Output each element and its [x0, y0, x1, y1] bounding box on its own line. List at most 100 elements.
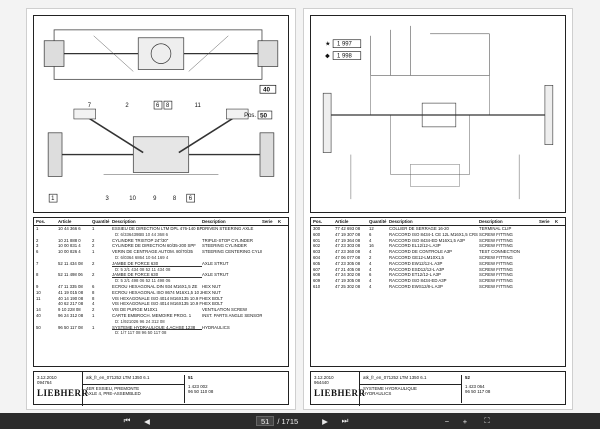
zoom-out-icon[interactable]: − — [444, 416, 450, 426]
last-page-icon[interactable]: ⏭ — [341, 416, 349, 425]
cell-qty: 2 — [92, 237, 95, 243]
cell-desc-fr: JAMBE DE FORCE 630 — [112, 261, 202, 267]
cell-article: 41 19 015 08 — [58, 289, 84, 295]
cell-desc-fr: RACCORD ET12/12-L A3P — [389, 272, 441, 278]
cell-qty: 2 — [92, 243, 95, 249]
cell-pos: 605 — [313, 260, 321, 266]
cell-article: 40 62 217 08 — [58, 301, 84, 307]
table-row: D: 1/921026 96 24 312 08 — [34, 319, 288, 325]
cell-qty: 1 — [92, 324, 95, 330]
callout-7: 7 — [88, 103, 91, 109]
callout-8: 8 — [166, 103, 170, 109]
cell-pos: 10 — [36, 289, 41, 295]
legend-marker-1: ★ — [325, 41, 330, 48]
cell-article: 47 23 303 08 — [335, 243, 361, 249]
cell-desc-fr: D: 6/336439BB 10 44 368 6 — [115, 231, 169, 237]
page-51: 40 7 2 6 8 11 Pos. — [26, 8, 296, 410]
table-row: D: 1/7 117 08 96 50 117 08 — [34, 330, 288, 336]
cell-desc-fr: RACCORD EWS12/8-L A3P — [389, 283, 443, 289]
cell-pos: 6 — [36, 249, 39, 255]
cell-desc-fr: ECROU HEXAGONAL DIN 934 M16X1,5 ZE — [112, 283, 198, 289]
callout-9: 9 — [153, 196, 157, 202]
cell-article: 47 19 305 08 — [335, 278, 361, 284]
title-block: 3.12.2010 964440 LIEBHERR atk_fr_en_0712… — [310, 371, 566, 406]
cell-pos: 300 — [313, 226, 321, 231]
cell-desc-fr: CYLINDRE DE DIRECTION 60/35-200 SPF — [112, 243, 196, 249]
zoom-in-icon[interactable]: + — [462, 416, 468, 426]
cell-desc-en: VENTILATION SCREW — [202, 307, 248, 313]
page-52: ★ 1 997 ◆ 1 998 — [303, 8, 573, 410]
cell-desc-en: SCREW FITTING — [479, 260, 513, 266]
first-page-icon[interactable]: ⏮ — [123, 416, 131, 425]
cell-desc-en: HEX NUT — [202, 289, 221, 295]
cell-qty: 16 — [369, 243, 374, 249]
cell-qty: 6 — [92, 283, 95, 289]
pos-label: Pos. — [244, 113, 256, 119]
liebherr-logo: LIEBHERR — [37, 388, 89, 398]
cell-pos: 607 — [313, 266, 321, 272]
callout-11: 11 — [195, 103, 201, 109]
cell-desc-en: TRIPLE-STOP CYLINDER — [202, 237, 253, 243]
footer-ref2: 96 50 117 08 — [465, 389, 491, 394]
cell-k — [278, 330, 286, 336]
page-number-input[interactable]: 51 — [256, 416, 275, 426]
cell-qty: 4 — [92, 301, 95, 307]
cell-desc-en: SCREW FITTING — [479, 243, 513, 249]
footer-doc: 964440 — [314, 380, 329, 385]
cell-qty: 4 — [369, 278, 372, 284]
cell-qty: 8 — [92, 289, 95, 295]
cell-pos: 8 — [36, 272, 39, 278]
cell-qty: 4 — [369, 260, 372, 266]
cell-pos: 603 — [313, 249, 321, 255]
cell-qty: 1 — [92, 312, 95, 318]
cell-pos — [36, 330, 58, 336]
cell-desc-fr: JAMBE DE FORCE 630 — [112, 272, 202, 279]
next-page-icon[interactable]: ▶ — [322, 416, 328, 426]
cell-desc-en — [202, 330, 262, 336]
cell-pos: 14 — [36, 307, 41, 313]
callout-10: 10 — [129, 196, 136, 202]
cell-desc-fr: VIS HEXAGONALE ISO 4014 M16X135 10.9 F — [112, 301, 202, 307]
cell-article: 47 23 305 08 — [335, 260, 361, 266]
legend-1998: 1 998 — [337, 54, 353, 60]
cell-desc-fr: D: 5 2/1 434 08 52 11 434 08 — [115, 266, 171, 272]
cell-serie — [539, 284, 555, 290]
cell-pos: 7 — [36, 260, 39, 266]
table-row: D: 5 2/1 498 06 52 11 498 06 — [34, 278, 288, 284]
axle-assembly-drawing: 40 7 2 6 8 11 Pos. — [33, 15, 289, 213]
cell-pos: 610 — [313, 283, 321, 289]
cell-pos: 3 — [36, 243, 39, 249]
cell-desc-fr: D: 6/0364 6864 10 64 169 4 — [115, 254, 169, 260]
cell-pos: 601 — [313, 237, 321, 243]
footer-file: atk_fr_en_071252 LTM 1350 6.1 — [86, 375, 150, 380]
table-row: 40 62 217 08 4 VIS HEXAGONALE ISO 4014 M16… — [34, 301, 288, 307]
fullscreen-icon[interactable]: ⛶ — [484, 416, 490, 425]
cell-desc-fr: CYLINDRE TRISTOP 24"/30" — [112, 237, 169, 243]
cell-desc-fr: D: 1/7 117 08 96 50 117 08 — [115, 330, 167, 336]
cell-article: 47 06 077 08 — [335, 254, 361, 260]
cell-desc-fr: RACCORD EL12/12-L A3P — [389, 243, 441, 249]
cell-qty: 4 — [369, 283, 372, 289]
footer-title-en: HYDRAULICS — [363, 391, 392, 397]
cell-article: 47 25 302 08 — [335, 283, 361, 289]
prev-page-icon[interactable]: ◀ — [144, 416, 150, 426]
pos-value: 50 — [260, 112, 268, 119]
legend-1997: 1 997 — [337, 42, 352, 48]
cell-qty: 2 — [92, 260, 95, 266]
